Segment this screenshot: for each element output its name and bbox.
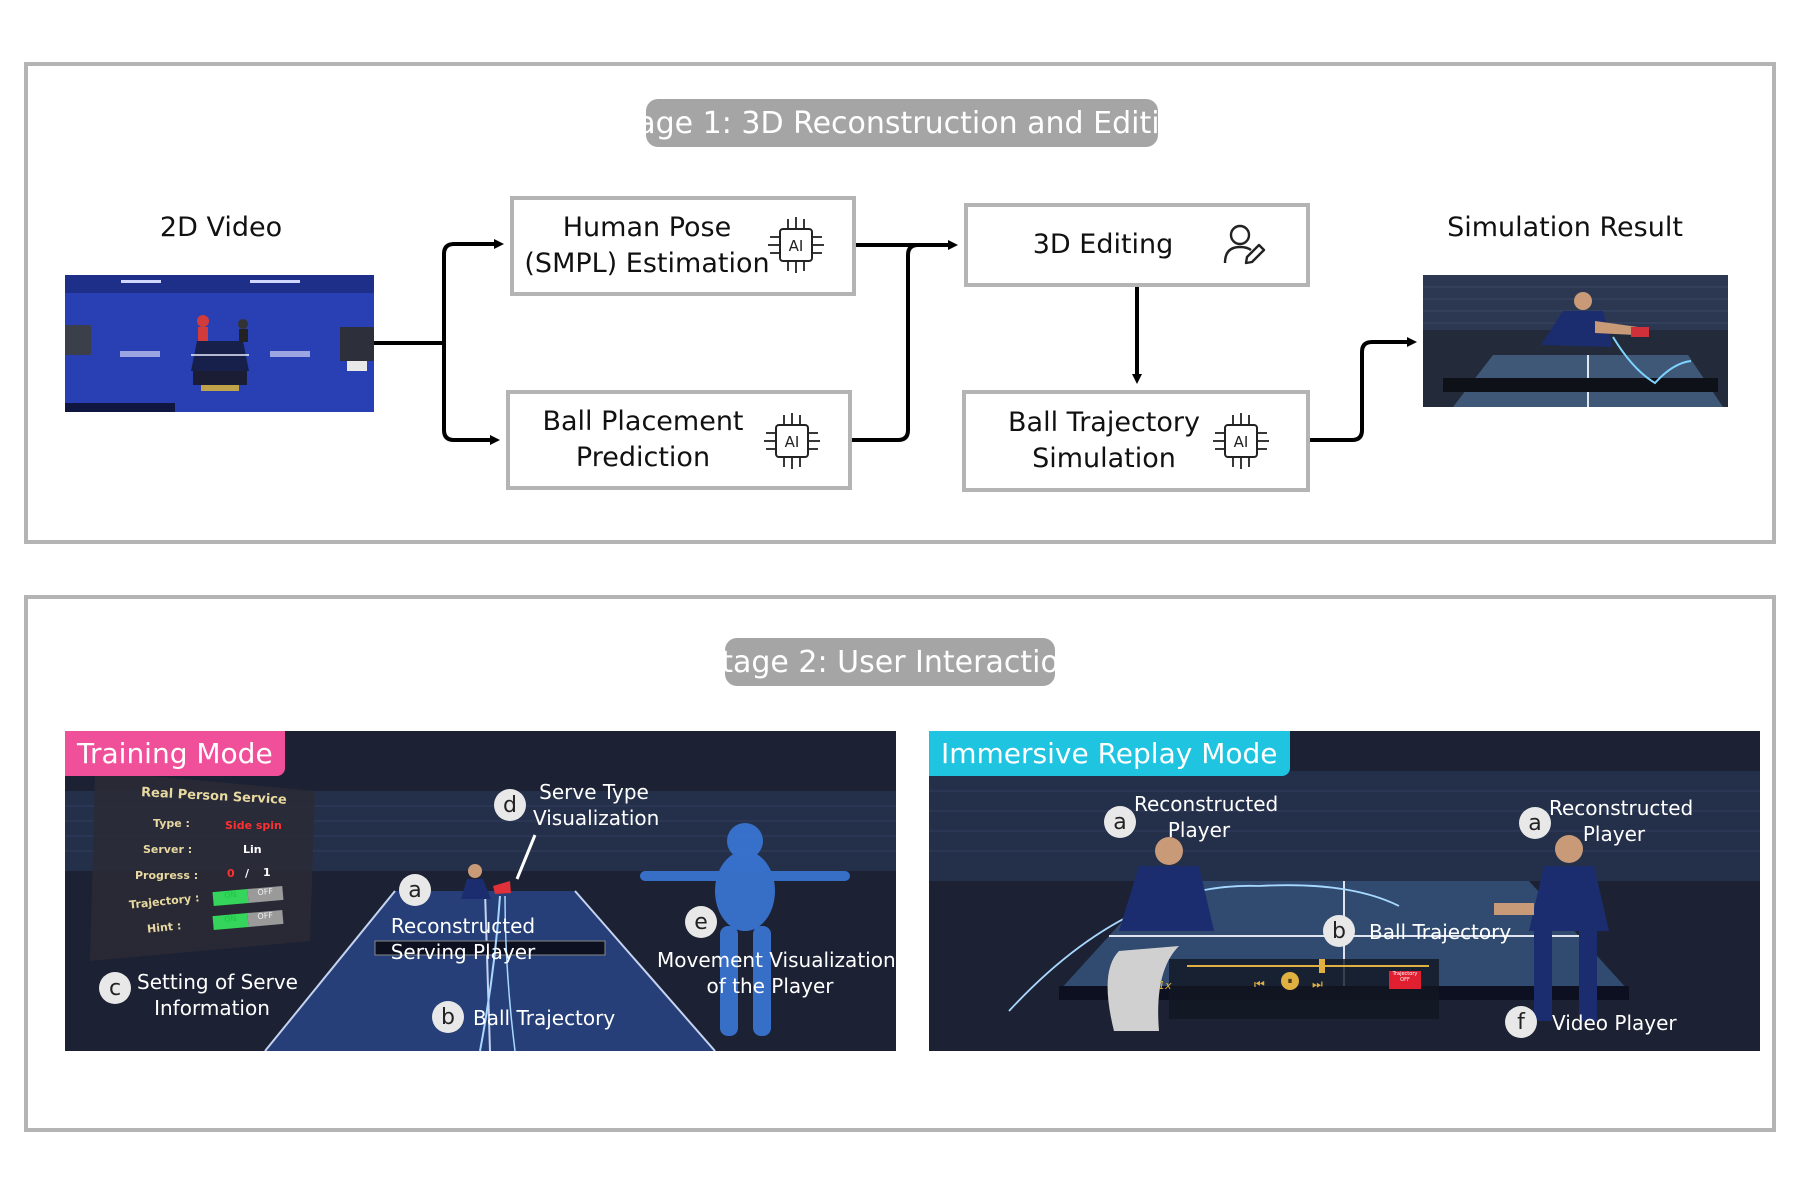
annotation-badge-d: d <box>494 789 526 821</box>
ball-placement-box: Ball Placement Prediction <box>506 390 852 490</box>
annotation-ball-trajectory: Ball Trajectory <box>473 1005 615 1031</box>
input-video-thumbnail <box>65 275 374 412</box>
hud-progress-label: Progress : <box>135 869 199 882</box>
pose-label-line2: (SMPL) Estimation <box>524 248 770 279</box>
annotation-line: Visualization <box>533 806 660 830</box>
stage2-title: Stage 2: User Interaction <box>702 638 1078 686</box>
annotation-badge-c: c <box>99 972 131 1004</box>
hint-toggle[interactable]: ON OFF <box>212 909 284 931</box>
ai-chip-icon: AI <box>764 413 820 469</box>
annotation-line: Serve Type <box>539 780 649 804</box>
forward-icon[interactable]: ⏭ <box>1312 977 1323 991</box>
annotation-movement: Movement Visualization of the Player <box>657 947 896 999</box>
hud-title: Real Person Service <box>140 785 288 808</box>
ball-label-line1: Ball Placement <box>542 406 744 438</box>
editing-label: 3D Editing <box>1032 229 1174 261</box>
traj-label-line1: Ball Trajectory <box>1008 407 1200 439</box>
trajectory-toggle[interactable]: ON OFF <box>212 885 284 907</box>
ai-chip-icon: AI <box>768 217 824 273</box>
toggle-off-label: OFF <box>247 909 284 927</box>
annotation-line: Serving Player <box>390 940 536 964</box>
replay-mode-screenshot: Immersive Replay Mode 1x ⏮ ⏸ ⏭ Trajector… <box>929 731 1760 1051</box>
flow-arrows <box>374 239 1417 445</box>
annotation-serve-settings: Setting of Serve Information <box>137 969 298 1021</box>
annotation-left-player: Reconstructed Player <box>1134 791 1279 843</box>
3d-editing-box: 3D Editing <box>964 203 1310 287</box>
annotation-badge-a: a <box>1519 807 1551 839</box>
pause-icon[interactable]: ⏸ <box>1281 972 1299 990</box>
stage1-title: Stage 1: 3D Reconstruction and Editing <box>606 99 1198 147</box>
annotation-line: Player <box>1167 818 1231 842</box>
hud-hint-label: Hint : <box>146 919 182 936</box>
ai-chip-icon: AI <box>1213 413 1269 469</box>
training-mode-tag: Training Mode <box>65 731 285 776</box>
annotation-line: Setting of Serve <box>137 970 298 994</box>
annotation-line: Video Player <box>1552 1011 1677 1035</box>
annotation-line: Player <box>1582 822 1646 846</box>
annotation-line: Movement Visualization <box>657 948 896 972</box>
annotation-badge-a: a <box>399 874 431 906</box>
svg-text:AI: AI <box>1234 433 1249 451</box>
trajectory-simulation-box: Ball Trajectory Simulation <box>962 390 1310 492</box>
input-label: 2D Video <box>159 212 283 243</box>
annotation-line: Information <box>154 996 270 1020</box>
annotation-badge-b: b <box>432 1001 464 1033</box>
ball-label-line2: Prediction <box>575 442 711 473</box>
svg-text:AI: AI <box>785 433 800 451</box>
hud-server-value: Lin <box>243 843 262 856</box>
video-speed[interactable]: 1x <box>1158 979 1172 992</box>
hud-progress-value: 0 <box>227 867 235 880</box>
annotation-video-player: Video Player <box>1552 1010 1677 1036</box>
user-edit-icon <box>1223 224 1266 265</box>
annotation-line: of the Player <box>706 974 834 998</box>
toggle-on-label: ON <box>212 889 249 907</box>
annotation-line: Reconstructed <box>390 914 536 938</box>
annotation-badge-e: e <box>685 906 717 938</box>
annotation-badge-b: b <box>1323 915 1355 947</box>
output-label: Simulation Result <box>1447 212 1683 243</box>
serve-info-hud: Real Person Service Type : Side spin Ser… <box>125 785 325 959</box>
hud-server-label: Server : <box>143 843 193 856</box>
annotation-line: Ball Trajectory <box>1369 920 1512 944</box>
rewind-icon[interactable]: ⏮ <box>1254 977 1265 991</box>
hud-type-label: Type : <box>153 817 190 830</box>
traj-label-line2: Simulation <box>1032 443 1176 474</box>
training-mode-screenshot: Training Mode Real Person Service Type :… <box>65 731 896 1051</box>
svg-text:AI: AI <box>789 237 804 255</box>
annotation-line: Reconstructed <box>1134 792 1279 816</box>
annotation-right-player: Reconstructed Player <box>1549 795 1694 847</box>
annotation-line: Reconstructed <box>1549 796 1694 820</box>
annotation-ball-trajectory: Ball Trajectory <box>1369 919 1511 945</box>
hud-progress-sep: / <box>245 867 250 880</box>
pose-label-line1: Human Pose <box>562 212 732 244</box>
annotation-badge-f: f <box>1505 1006 1537 1038</box>
pose-estimation-box: Human Pose (SMPL) Estimation <box>510 196 856 296</box>
hud-type-value: Side spin <box>225 819 282 832</box>
hud-progress-total: 1 <box>263 866 271 879</box>
toggle-off-label: OFF <box>247 885 284 903</box>
annotation-serve-type: Serve Type Visualization <box>533 779 660 831</box>
toggle-on-label: ON <box>212 913 249 931</box>
annotation-line: Ball Trajectory <box>473 1006 616 1030</box>
hud-trajectory-label: Trajectory : <box>128 891 201 912</box>
trajectory-toggle-button[interactable]: Trajectory OFF <box>1389 971 1421 989</box>
annotation-badge-a: a <box>1104 806 1136 838</box>
replay-mode-tag: Immersive Replay Mode <box>929 731 1290 776</box>
annotation-serving-player: Reconstructed Serving Player <box>383 913 543 965</box>
simulation-result-thumbnail <box>1423 275 1728 407</box>
